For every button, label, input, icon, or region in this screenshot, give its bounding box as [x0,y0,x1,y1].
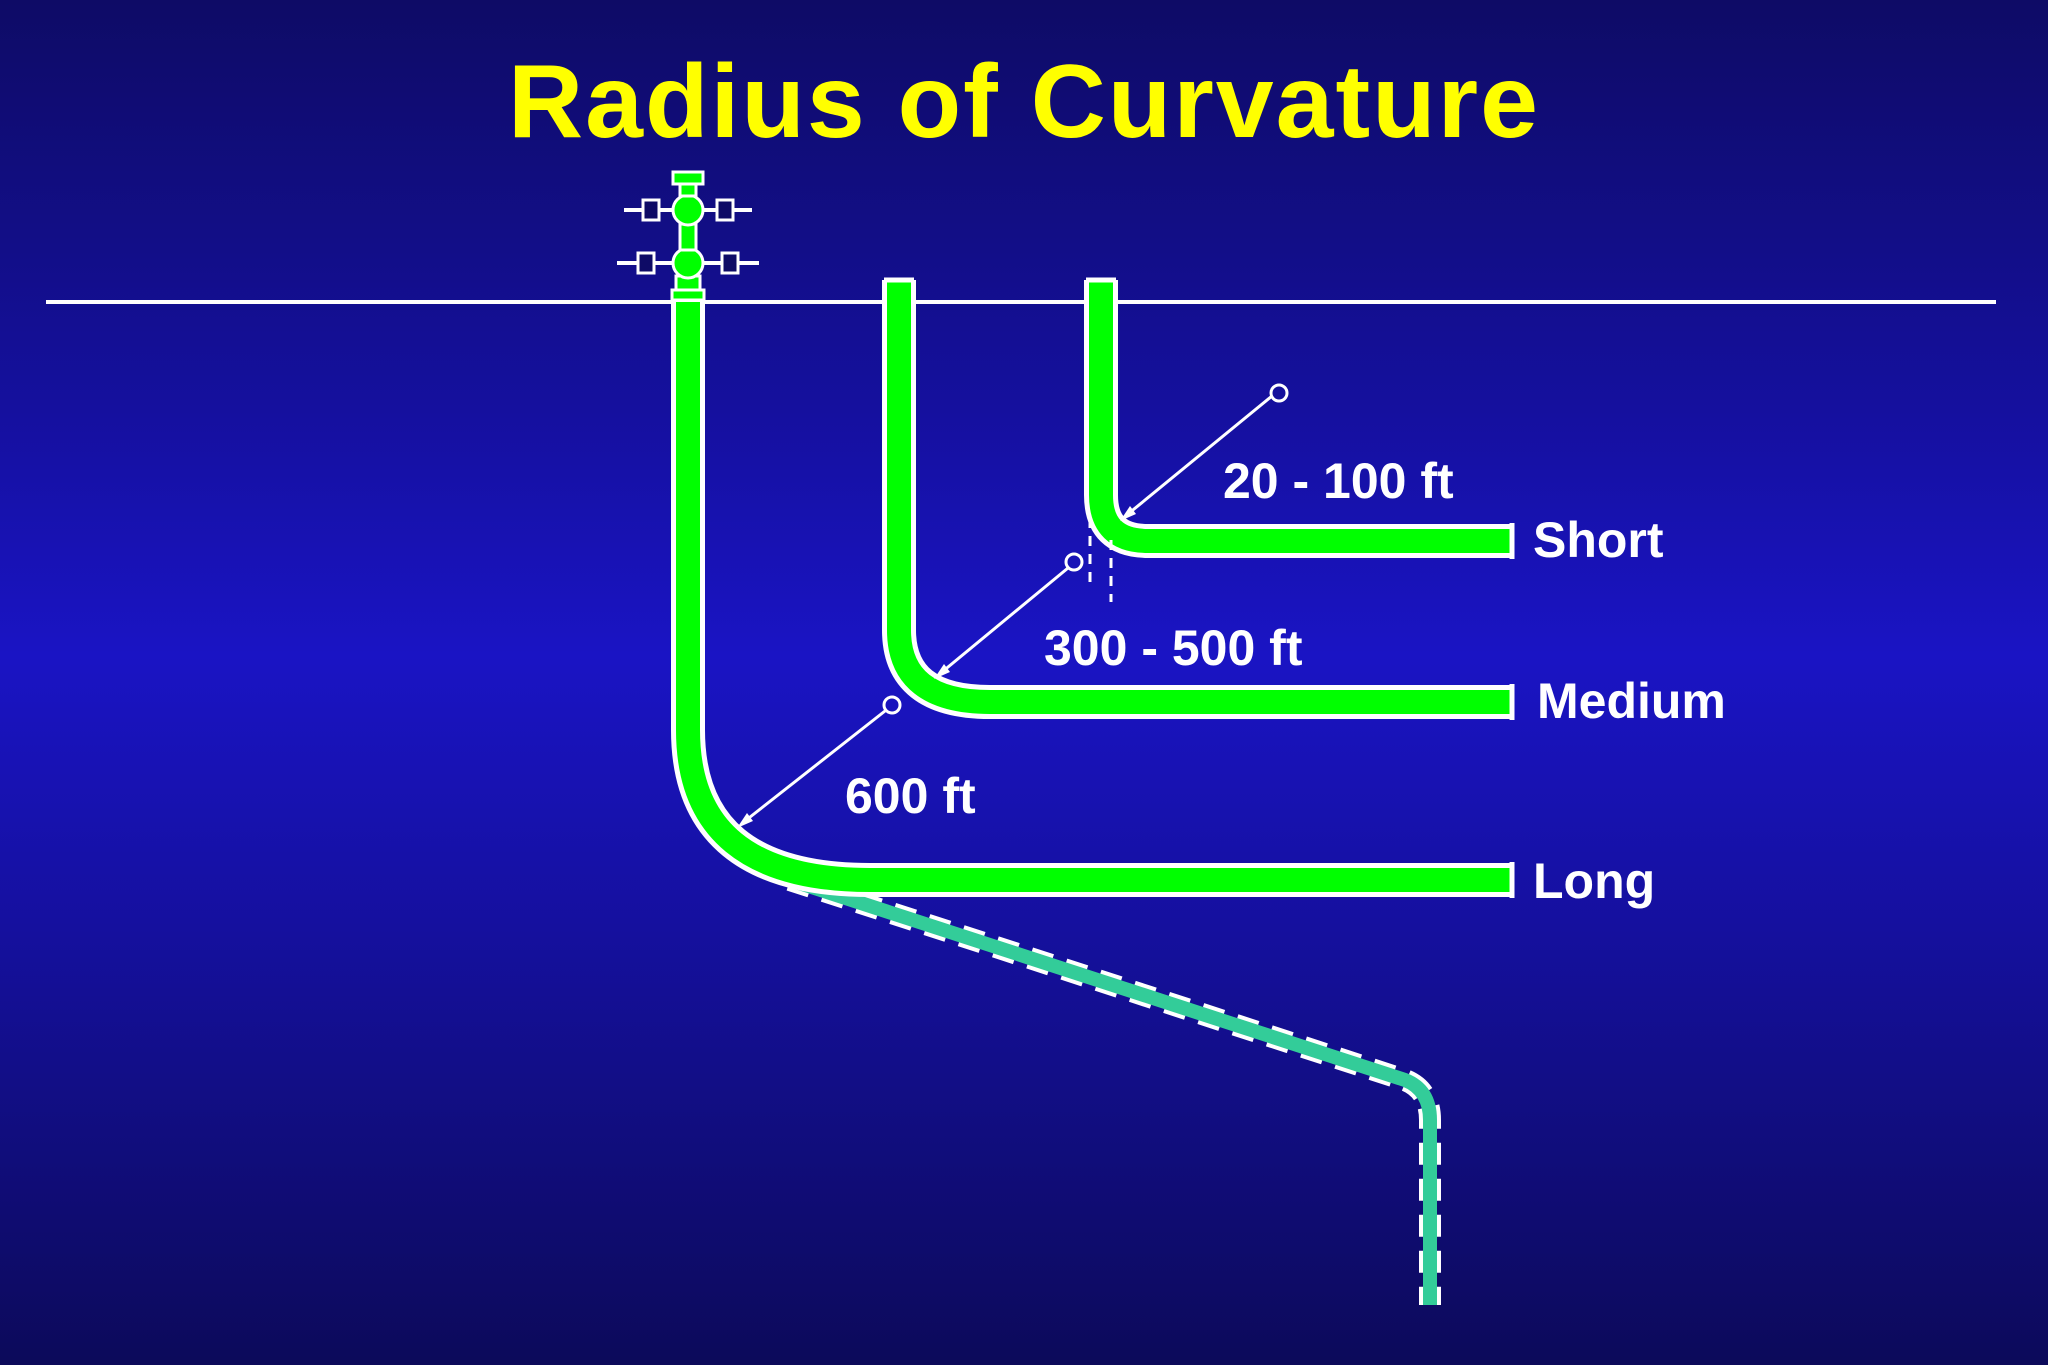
medium-radius-well [882,277,1515,720]
radius-label-short: 20 - 100 ft [1223,453,1454,509]
radius-label-medium: 300 - 500 ft [1044,620,1303,676]
radius-label-long: 600 ft [845,768,976,824]
long-radius-well [671,302,1515,898]
radius-pointer-long [737,695,902,828]
slide-title: Radius of Curvature [508,44,1540,160]
well-label-medium: Medium [1537,673,1726,729]
wellhead-icon [617,170,759,302]
radius-pointer-medium [934,552,1084,679]
short-radius-well [1084,277,1515,602]
radius-pointer-short [1120,383,1289,521]
well-label-short: Short [1533,512,1664,568]
well-label-long: Long [1533,853,1655,909]
lower-well-section [786,869,1441,1305]
